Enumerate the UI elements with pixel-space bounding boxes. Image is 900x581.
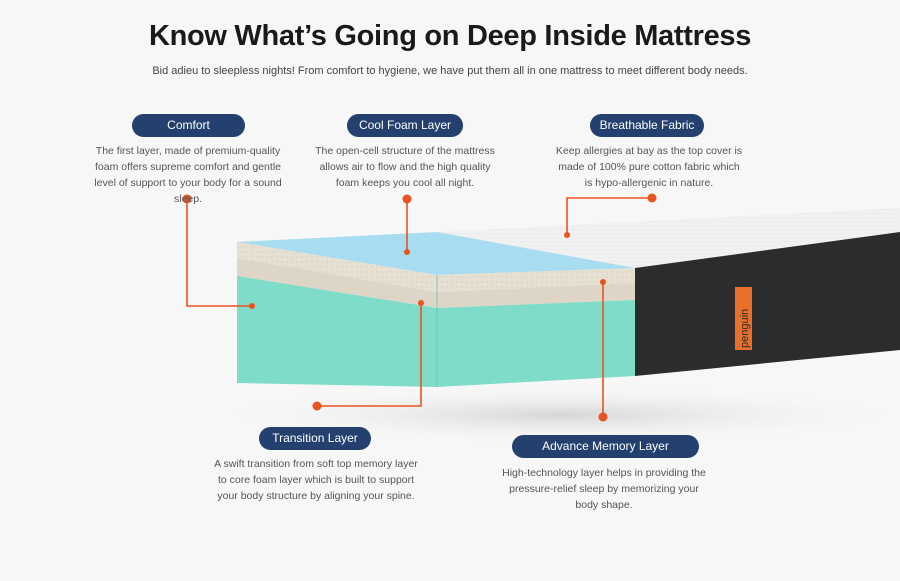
marker-transition-end xyxy=(418,300,424,306)
advance-memory-description: High-technology layer helps in providing… xyxy=(502,467,706,511)
cover-side xyxy=(635,232,900,376)
page-subtitle: Bid adieu to sleepless nights! From comf… xyxy=(152,65,748,77)
cool-foam-description: The open-cell structure of the mattress … xyxy=(315,145,495,189)
transition-layer xyxy=(237,258,635,308)
breathable-fabric-description: Keep allergies at bay as the top cover i… xyxy=(555,145,743,189)
comfort-description: The first layer, made of premium-quality… xyxy=(94,145,282,205)
page-title: Know What’s Going on Deep Inside Mattres… xyxy=(148,20,752,52)
brand-logo: penguin xyxy=(739,309,751,348)
advance-memory-label: Advance Memory Layer xyxy=(512,435,699,458)
connector-lines xyxy=(186,197,652,417)
marker-transition-top xyxy=(312,401,322,411)
brand-tag xyxy=(735,287,752,350)
marker-fabric-end xyxy=(564,232,570,238)
marker-fabric-top xyxy=(647,193,657,203)
comfort-label: Comfort xyxy=(132,114,245,137)
floor-shadow xyxy=(200,385,900,445)
marker-comfort-end xyxy=(249,303,255,309)
marker-cool-top xyxy=(402,194,412,204)
marker-cool-end xyxy=(404,249,410,255)
fabric-top xyxy=(437,208,900,268)
connector-dots xyxy=(182,193,657,422)
memory-layer xyxy=(237,242,635,292)
transition-layer-description: A swift transition from soft top memory … xyxy=(214,458,418,502)
cool-foam-label: Cool Foam Layer xyxy=(347,114,463,137)
breathable-fabric-label: Breathable Fabric xyxy=(590,114,704,137)
marker-memory-end xyxy=(600,279,606,285)
marker-memory-top xyxy=(598,412,608,422)
cool-foam-layer xyxy=(237,232,635,275)
marker-comfort-top xyxy=(182,194,192,204)
transition-layer-label: Transition Layer xyxy=(259,427,371,450)
core-foam-layer xyxy=(237,276,635,387)
